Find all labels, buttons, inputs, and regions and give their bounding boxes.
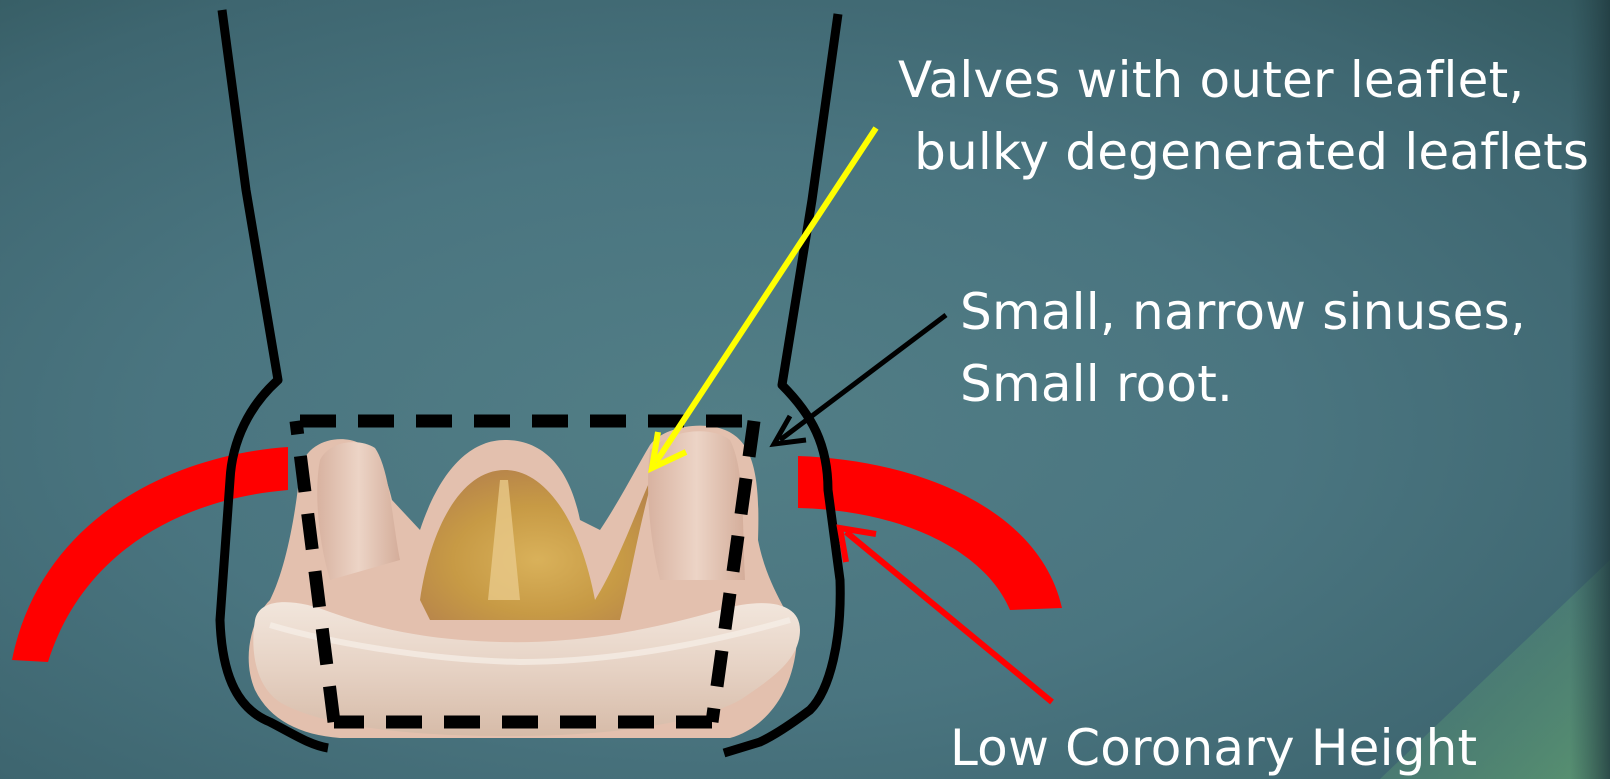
black-arrow bbox=[774, 315, 946, 444]
yellow-arrow-shaft bbox=[656, 128, 876, 462]
yellow-arrow bbox=[652, 128, 876, 468]
sinuses-annotation-text: Small, narrow sinuses, Small root. bbox=[960, 276, 1526, 420]
left-post bbox=[317, 442, 400, 580]
valves-annotation-line1: Valves with outer leaflet, bbox=[898, 44, 1589, 116]
left-coronary-artery bbox=[12, 447, 288, 662]
valves-annotation-line2: bulky degenerated leaflets bbox=[898, 116, 1589, 188]
coronary-annotation-text: Low Coronary Height bbox=[950, 712, 1477, 779]
coronary-annotation-line1: Low Coronary Height bbox=[950, 712, 1477, 779]
sinuses-annotation-line2: Small root. bbox=[960, 348, 1526, 420]
sinuses-annotation-line1: Small, narrow sinuses, bbox=[960, 276, 1526, 348]
black-arrow-shaft bbox=[780, 315, 946, 440]
valves-annotation-text: Valves with outer leaflet, bulky degener… bbox=[898, 44, 1589, 188]
